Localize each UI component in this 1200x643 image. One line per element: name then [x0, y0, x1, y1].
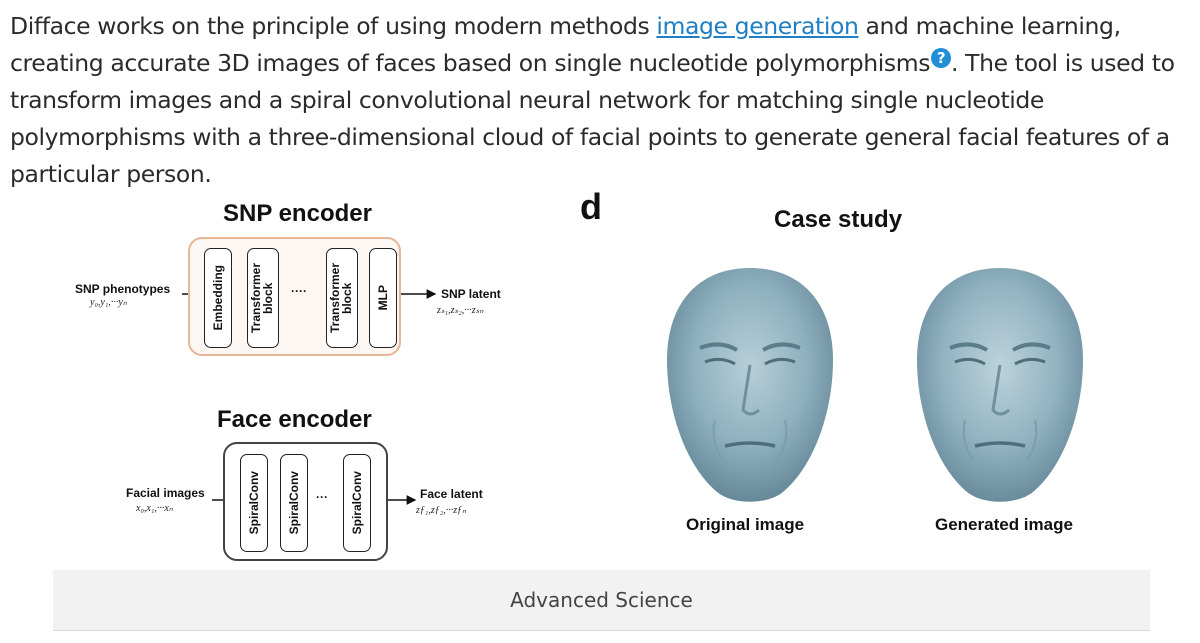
face-ellipsis: ···: [316, 490, 328, 504]
face-latent-sub: zƒ₁,zƒ₂,···zƒₙ: [416, 505, 467, 516]
mlp-block: MLP: [369, 248, 397, 348]
case-study-title: Case study: [774, 206, 903, 233]
figure-caption: Advanced Science: [53, 570, 1150, 631]
snp-latent-sub: zₛ₁,zₛ₂,···zₛₙ: [437, 305, 484, 316]
spiralconv-block-1: SpiralConv: [240, 454, 268, 552]
image-generation-link[interactable]: image generation: [656, 12, 859, 40]
snp-phenotypes-sub: y₀,y₁,···yₙ: [90, 297, 127, 308]
original-image-label: Original image: [686, 515, 805, 534]
snp-encoder-title: SNP encoder: [223, 200, 372, 227]
transformer-block-1: Transformer block: [247, 248, 279, 348]
difface-figure: SNP encoder Embedding Transformer block …: [0, 170, 1200, 570]
embedding-label: Embedding: [211, 265, 225, 331]
spiralconv-3-label: SpiralConv: [350, 471, 364, 535]
paragraph-text-2: and machine learning, creating accurate …: [10, 12, 1121, 77]
transformer-block-1-label: Transformer block: [249, 262, 275, 334]
snp-ellipsis: ····: [291, 284, 307, 298]
spiralconv-2-label: SpiralConv: [287, 471, 301, 535]
caption-source: Advanced Science: [510, 588, 693, 612]
spiralconv-1-label: SpiralConv: [247, 471, 261, 535]
original-face-image: [667, 268, 833, 502]
facial-images-label: Facial images: [126, 486, 205, 500]
paragraph-text-3: . The tool is used to transform images a…: [10, 49, 1175, 188]
generated-image-label: Generated image: [935, 515, 1073, 534]
transformer-block-2: Transformer block: [326, 248, 358, 348]
article-paragraph: Difface works on the principle of using …: [10, 8, 1190, 193]
help-question-icon[interactable]: ?: [931, 48, 952, 68]
snp-latent-label: SNP latent: [441, 287, 501, 301]
embedding-block: Embedding: [204, 248, 232, 348]
face-encoder-title: Face encoder: [217, 406, 372, 433]
panel-letter-d: d: [580, 186, 602, 227]
spiralconv-block-2: SpiralConv: [280, 454, 308, 552]
paragraph-text-1: Difface works on the principle of using …: [10, 12, 657, 40]
face-latent-label: Face latent: [420, 487, 483, 501]
generated-face-image: [917, 268, 1083, 502]
facial-images-sub: x₀,x₁,···xₙ: [136, 503, 173, 514]
transformer-block-2-label: Transformer block: [328, 262, 354, 334]
spiralconv-block-3: SpiralConv: [343, 454, 371, 552]
snp-phenotypes-label: SNP phenotypes: [75, 282, 171, 296]
mlp-label: MLP: [376, 285, 390, 311]
